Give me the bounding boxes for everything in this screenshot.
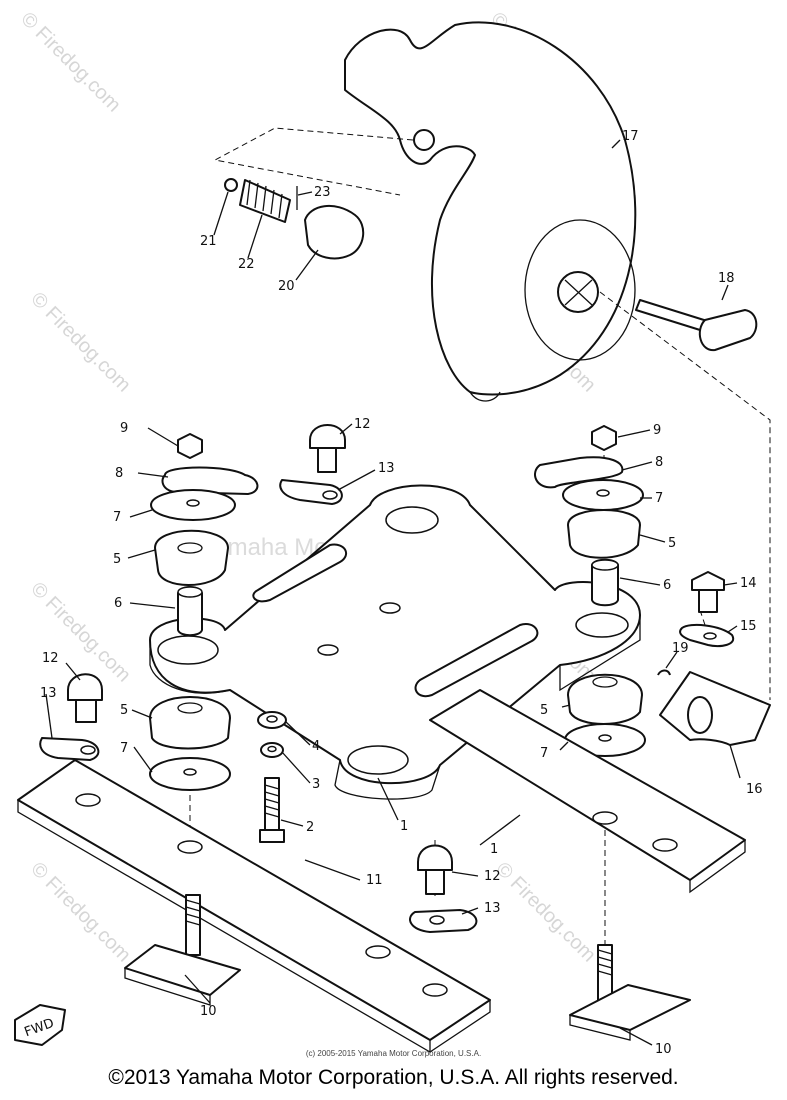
callout-20: 20 bbox=[278, 279, 295, 294]
watermark-left-bottom: © Firedog.com bbox=[26, 858, 135, 967]
callout-6-right: 6 bbox=[663, 578, 671, 593]
part-10-left-stud-plate bbox=[124, 894, 241, 1006]
watermark-right-bottom: © Firedog.com bbox=[491, 858, 600, 967]
callout-1-frame: 1 bbox=[400, 819, 408, 834]
watermark-left-mid: © Firedog.com bbox=[26, 288, 135, 397]
callout-13-bottom: 13 bbox=[484, 901, 501, 916]
callout-6-left: 6 bbox=[114, 596, 122, 611]
part-1-engine-mount-frame bbox=[149, 484, 641, 800]
callout-8-left: 8 bbox=[115, 466, 123, 481]
callout-9-left: 9 bbox=[120, 421, 128, 436]
callout-5-left-top: 5 bbox=[113, 552, 121, 567]
callout-10-right: 10 bbox=[655, 1042, 672, 1057]
small-copyright-notice: (c) 2005-2015 Yamaha Motor Corporation, … bbox=[305, 1049, 482, 1058]
callout-8-right: 8 bbox=[655, 455, 663, 470]
callout-17: 17 bbox=[622, 129, 639, 144]
callout-18: 18 bbox=[718, 271, 735, 286]
callout-22: 22 bbox=[238, 257, 255, 272]
callout-13-top: 13 bbox=[378, 461, 395, 476]
lower-center-bolt-bracket bbox=[409, 844, 478, 933]
top-center-bolt-bracket bbox=[279, 424, 346, 505]
forward-direction-arrow: FWD bbox=[14, 1004, 66, 1046]
callout-4: 4 bbox=[312, 739, 320, 754]
right-bracket-assembly bbox=[657, 571, 771, 746]
callout-12-top: 12 bbox=[354, 417, 371, 432]
callout-3: 3 bbox=[312, 777, 320, 792]
callout-7-right-top: 7 bbox=[655, 491, 663, 506]
callout-23: 23 bbox=[314, 185, 331, 200]
callout-leaders bbox=[45, 139, 741, 1046]
callout-11-left-plate: 11 bbox=[366, 873, 383, 888]
callout-14: 14 bbox=[740, 576, 757, 591]
callout-12-bottom: 12 bbox=[484, 869, 501, 884]
right-rear-mount-stack bbox=[564, 673, 646, 757]
main-copyright-notice: ©2013 Yamaha Motor Corporation, U.S.A. A… bbox=[108, 1066, 679, 1089]
callout-15: 15 bbox=[740, 619, 757, 634]
callout-19: 19 bbox=[672, 641, 689, 656]
callout-7-right-bottom: 7 bbox=[540, 746, 548, 761]
callout-13-left: 13 bbox=[40, 686, 57, 701]
left-front-mount-stack bbox=[150, 433, 259, 637]
callout-5-left-bottom: 5 bbox=[120, 703, 128, 718]
watermark-top-left: © Firedog.com bbox=[16, 8, 125, 117]
center-bolt-washers bbox=[257, 711, 287, 843]
callout-5-right-bottom: 5 bbox=[540, 703, 548, 718]
part-17-fan-cover bbox=[344, 21, 637, 402]
callout-7-left-bottom: 7 bbox=[120, 741, 128, 756]
callout-1-right-plate: 1 bbox=[490, 842, 498, 857]
callout-5-right-top: 5 bbox=[668, 536, 676, 551]
callout-numbers: 17 18 23 21 22 20 9 8 7 5 6 12 13 9 8 7 … bbox=[40, 129, 763, 1057]
watermark-left-low: © Firedog.com bbox=[26, 578, 135, 687]
callout-2: 2 bbox=[306, 820, 314, 835]
callout-9-right: 9 bbox=[653, 423, 661, 438]
callout-21: 21 bbox=[200, 234, 217, 249]
left-rear-mount-stack bbox=[39, 673, 231, 791]
callout-10-left: 10 bbox=[200, 1004, 217, 1019]
part-10-right-stud-plate bbox=[569, 944, 691, 1041]
callout-7-left-top: 7 bbox=[113, 510, 121, 525]
part-11-right-plate bbox=[429, 689, 746, 894]
callout-16: 16 bbox=[746, 782, 763, 797]
parts-20-23-spring-assembly bbox=[224, 178, 365, 260]
callout-12-left: 12 bbox=[42, 651, 59, 666]
part-18-knob bbox=[635, 299, 758, 352]
right-front-mount-stack bbox=[534, 425, 644, 607]
part-11-left-plate bbox=[17, 759, 491, 1054]
